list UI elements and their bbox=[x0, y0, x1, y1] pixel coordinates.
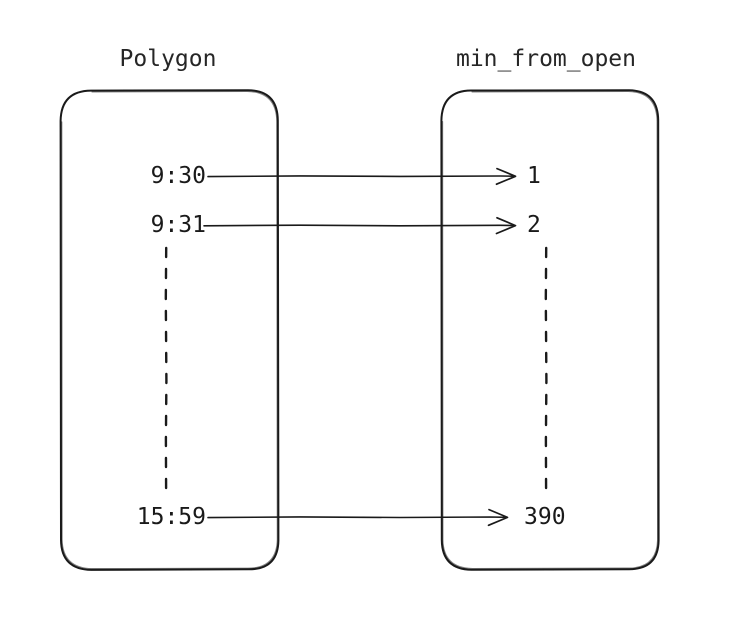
right-group-title: min_from_open bbox=[455, 46, 636, 72]
right-ellipsis-dashes bbox=[544, 246, 548, 496]
source-item-1: 9:31 bbox=[150, 212, 206, 238]
mapping-arrow-2 bbox=[207, 508, 509, 527]
left-group-title: Polygon bbox=[119, 46, 217, 72]
left-ellipsis-dashes bbox=[164, 246, 168, 490]
right-group-box bbox=[440, 89, 660, 571]
target-item-1: 2 bbox=[527, 212, 541, 238]
target-item-0: 1 bbox=[527, 163, 541, 189]
source-item-0: 9:30 bbox=[150, 163, 206, 189]
source-item-2: 15:59 bbox=[136, 504, 206, 530]
mapping-arrow-0 bbox=[207, 167, 517, 186]
mapping-arrow-1 bbox=[203, 216, 517, 235]
target-item-2: 390 bbox=[524, 504, 566, 530]
